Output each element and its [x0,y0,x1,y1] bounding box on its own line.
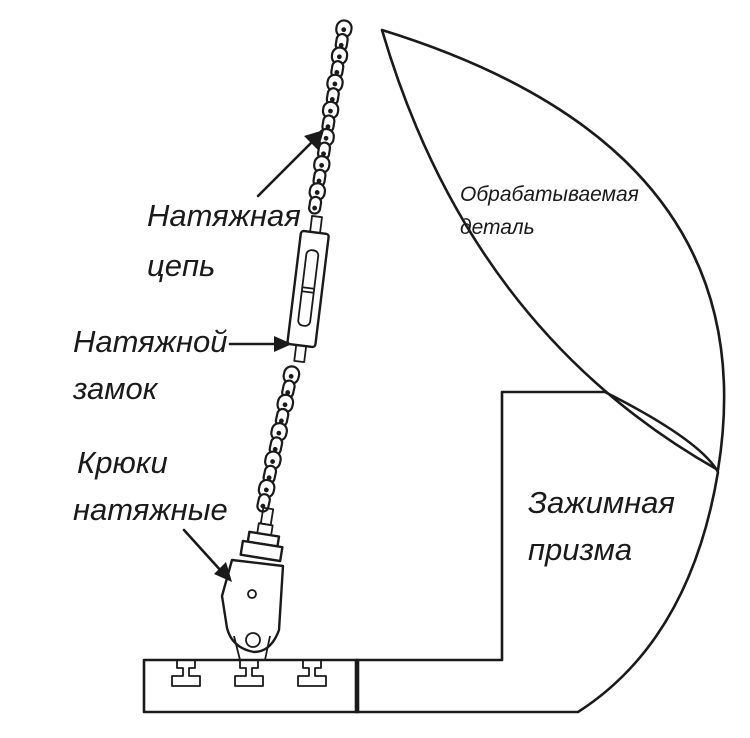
hooks-label-line1: Крюки [77,445,168,480]
clamping-prism-shape [354,390,720,714]
prism-label-line1: Зажимная [528,485,675,520]
lock-label-arrow [228,336,292,352]
lock-label-line1: Натяжной [73,324,228,359]
t-slot [171,660,201,687]
t-slot [234,660,264,687]
lock-label-line2: замок [72,371,159,406]
t-slot [297,660,327,687]
chain-link [256,493,271,513]
chain-label-line2: цепь [147,248,215,283]
chain-label-arrow [256,130,324,198]
tension-hook [220,506,285,661]
workpiece-label-line2: деталь [460,216,535,239]
tension-chain-assembly [220,19,353,661]
chain-label-line1: Натяжная [147,198,301,233]
hooks-label-line2: натяжные [73,492,228,527]
hook-body [220,558,285,654]
workpiece-shape [380,28,726,472]
chain-links-lower [256,365,301,513]
hook-pin-hole [247,589,257,599]
machine-table [142,658,360,714]
hooks-label-arrow [182,528,232,582]
hook-claw [233,635,271,661]
chain-link [282,365,301,385]
turnbuckle [286,215,330,363]
chain-link [308,195,323,215]
workpiece-label-line1: Обрабатываемая [460,183,639,206]
prism-label-line2: призма [528,532,632,567]
chain-links-upper [308,19,353,215]
leader-arrows [182,130,324,582]
